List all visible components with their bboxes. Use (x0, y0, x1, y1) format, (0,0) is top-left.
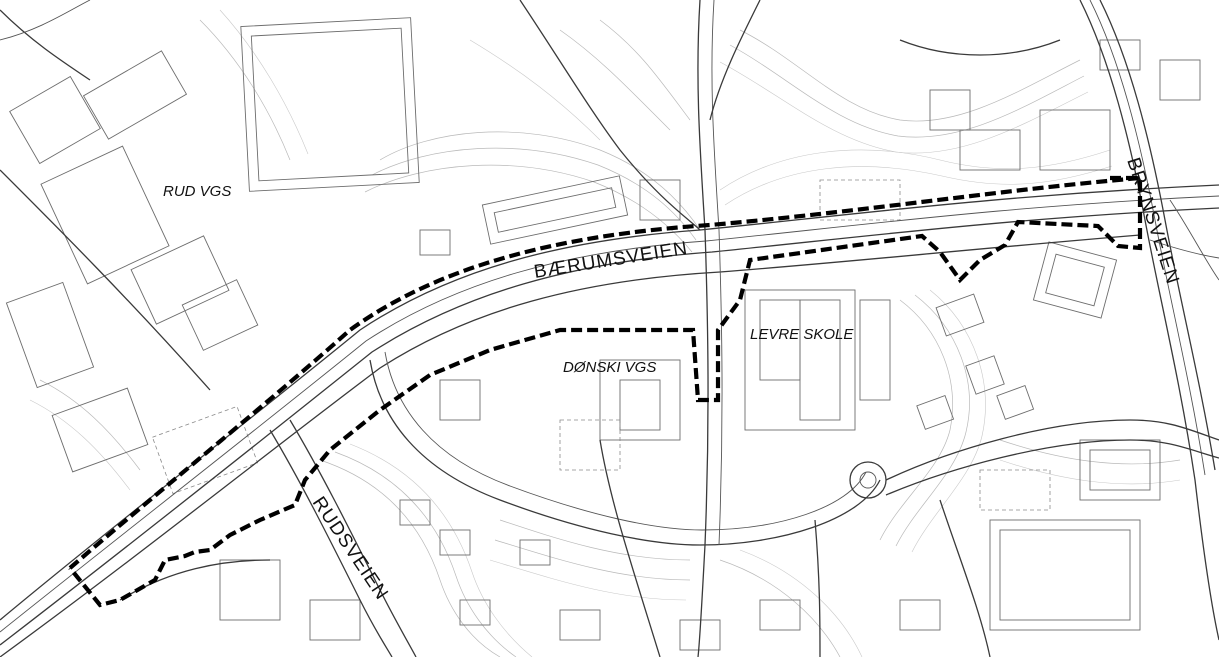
terrain-contours (29, 9, 1181, 657)
label-rud-vgs: RUD VGS (163, 183, 231, 200)
buildings (5, 17, 1201, 651)
plan-boundary (68, 175, 1143, 608)
label-donski-vgs: DØNSKI VGS (563, 359, 656, 376)
label-levre-skole: LEVRE SKOLE (750, 326, 854, 343)
